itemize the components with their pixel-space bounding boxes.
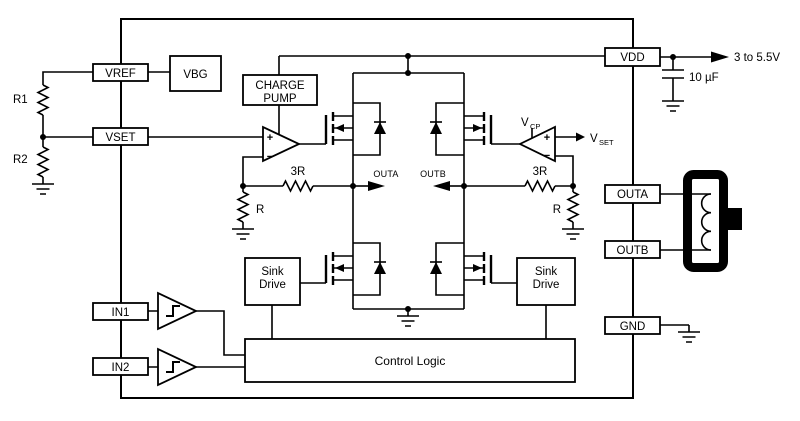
opamp-icon <box>262 125 302 163</box>
ground-icon <box>31 176 55 195</box>
vbg-label: VBG <box>183 69 207 81</box>
sink-drive-block-b <box>516 257 576 306</box>
capacitor-icon <box>662 57 684 94</box>
ground-icon <box>677 324 701 343</box>
resistor-r2 <box>36 146 50 178</box>
ground-icon <box>396 308 420 327</box>
pin-in1 <box>92 302 149 321</box>
pin-vset <box>92 127 149 146</box>
pin-outa <box>604 184 661 204</box>
outa-net-label: OUTA <box>373 169 398 179</box>
in2-schmitt-buffer <box>148 347 245 387</box>
pin-gnd-label: GND <box>620 321 646 333</box>
source-amp-a <box>148 125 353 240</box>
hysteresis-icon <box>166 305 180 317</box>
pin-gnd <box>604 316 661 335</box>
opamp-icon <box>517 125 556 163</box>
pin-vdd <box>604 47 661 67</box>
body-diode-icon <box>374 261 386 274</box>
vdd-rail <box>278 53 605 135</box>
sense-amp-b <box>464 125 585 240</box>
motor-icon <box>660 170 742 272</box>
vset-out-sub-label: SET <box>599 138 614 147</box>
vbg-block <box>169 55 222 92</box>
pin-vdd-label: VDD <box>620 52 644 64</box>
outa-net-arrow <box>350 181 385 191</box>
pin-outb-label: OUTB <box>617 245 649 257</box>
pin-in2-label: IN2 <box>112 362 130 374</box>
three-r-left-label: 3R <box>291 166 306 178</box>
charge-pump-label-2: PUMP <box>263 93 297 105</box>
pin-vref-label: VREF <box>105 68 136 80</box>
vset-out-label: V <box>590 133 598 145</box>
r2-label: R2 <box>13 154 28 166</box>
h-bridge <box>299 73 520 327</box>
supply-range-label: 3 to 5.5V <box>734 52 780 64</box>
control-logic-block <box>244 338 576 383</box>
sink-drive-block-a <box>244 257 301 306</box>
body-diode-icon <box>374 121 386 134</box>
motor-coil <box>700 193 712 251</box>
sink-drive-a-label-2: Drive <box>259 279 286 291</box>
r-right-label: R <box>553 204 561 216</box>
sink-drive-b-label-2: Drive <box>533 279 560 291</box>
ic-boundary <box>120 18 634 399</box>
pin-outa-label: OUTA <box>617 189 648 201</box>
opamp-a-plus: + <box>267 132 273 144</box>
body-diode-icon <box>430 121 442 134</box>
resistor-r1 <box>36 84 50 116</box>
vset-arrow-icon <box>576 132 585 142</box>
gnd-network <box>660 324 701 343</box>
pin-in1-label: IN1 <box>112 307 130 319</box>
outb-net-arrow <box>433 181 467 191</box>
outb-net-label: OUTB <box>420 169 446 179</box>
ground-icon <box>661 93 685 112</box>
vcp-sub-label: CP <box>530 122 540 131</box>
charge-pump-block <box>242 74 318 106</box>
hysteresis-icon <box>166 361 180 373</box>
r1-label: R1 <box>13 94 28 106</box>
three-r-right-label: 3R <box>533 166 548 178</box>
sink-drive-a-label-1: Sink <box>261 266 284 278</box>
pin-vref <box>92 63 149 82</box>
resistor-r-left <box>236 191 250 223</box>
ground-icon <box>231 221 255 240</box>
charge-pump-label-1: CHARGE <box>255 80 305 92</box>
pin-outb <box>604 240 661 259</box>
pin-vset-label: VSET <box>105 132 135 144</box>
resistor-3r-right <box>524 179 556 193</box>
supply-arrow-icon <box>711 51 729 63</box>
opamp-a-minus: − <box>267 151 273 163</box>
mosfet-high-side-b <box>430 102 520 156</box>
mosfet-low-side-a <box>300 242 386 296</box>
sink-drive-b-label-1: Sink <box>535 266 558 278</box>
pin-in2 <box>92 357 149 376</box>
mosfet-high-side-a <box>299 102 386 156</box>
opamp-b-minus: − <box>544 150 550 162</box>
ground-icon <box>561 221 585 240</box>
opamp-b-plus: + <box>544 132 550 144</box>
resistor-3r-left <box>282 179 314 193</box>
vcp-label: V <box>521 117 529 129</box>
resistor-r-right <box>566 191 580 223</box>
in1-schmitt-buffer <box>148 291 245 356</box>
r-left-label: R <box>256 204 264 216</box>
vref-divider <box>31 71 170 195</box>
control-logic-label: Control Logic <box>375 354 446 368</box>
supply-network <box>660 51 729 112</box>
sink-drive-stems <box>271 305 547 339</box>
cap-value-label: 10 µF <box>689 72 719 84</box>
mosfet-low-side-b <box>430 242 517 296</box>
body-diode-icon <box>430 261 442 274</box>
